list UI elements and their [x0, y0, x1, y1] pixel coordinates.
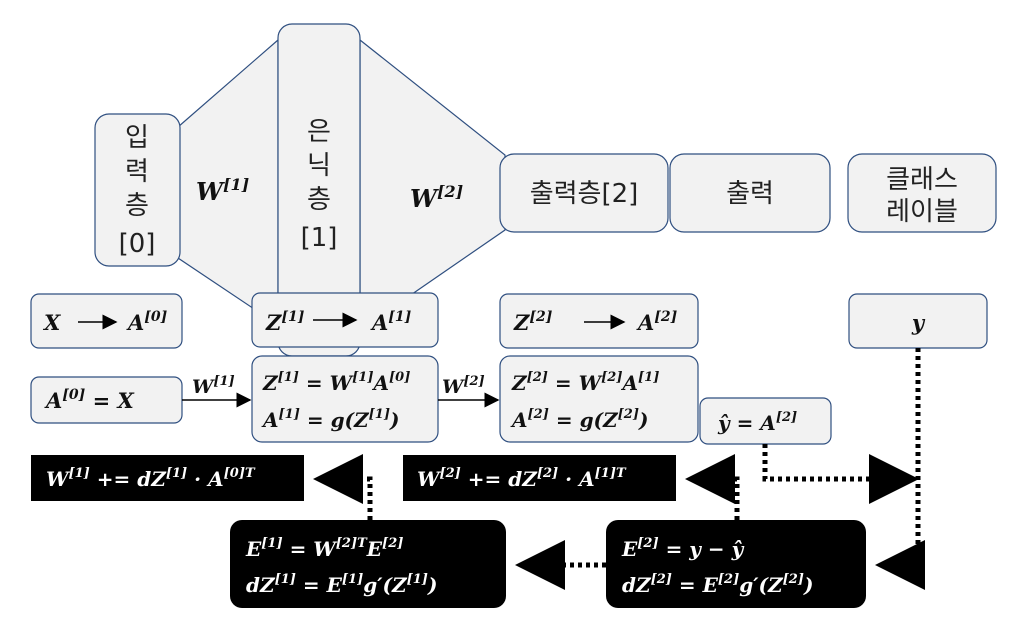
w1-update-box: W[1] += dZ[1] · A[0]T	[31, 455, 304, 501]
svg-text:A[2] = g(Z[2]): A[2] = g(Z[2])	[510, 407, 648, 432]
output-layer-label: 출력층[2]	[530, 179, 639, 209]
hidden-layer-box: 은 닉 층 [1]	[277, 23, 361, 357]
input-layer-box: 입 력 층 [0]	[94, 113, 181, 267]
class-label-line-2: 레이블	[886, 197, 958, 227]
output-forward-box: Z[2] = W[2]A[1] A[2] = g(Z[2])	[499, 355, 699, 443]
svg-text:A[0] = X: A[0] = X	[44, 387, 135, 413]
e1-error-box: E[1] = W[2]TE[2] dZ[1] = E[1]g′(Z[1])	[230, 520, 506, 608]
svg-text:dZ[1] = E[1]g′(Z[1]): dZ[1] = E[1]g′(Z[1])	[246, 572, 437, 597]
hidden-layer-label-4: [1]	[301, 223, 338, 253]
svg-text:Z[1]: Z[1]	[265, 309, 305, 335]
svg-text:ŷ = A[2]: ŷ = A[2]	[717, 410, 797, 435]
svg-text:y: y	[911, 310, 926, 335]
y-box: y	[848, 293, 988, 349]
dotted-arrow-e2-to-w2-update	[685, 454, 740, 520]
input-layer-label-2: 력	[125, 157, 149, 187]
weight-w2-label: W[2]	[410, 182, 463, 213]
output-layer-box: 출력층[2]	[499, 153, 669, 233]
dotted-arrow-y-to-e2	[875, 348, 925, 590]
z1-to-a1-box: Z[1] A[1]	[251, 292, 439, 348]
svg-text:A[1] = g(Z[1]): A[1] = g(Z[1])	[261, 407, 399, 432]
svg-text:Z[1] = W[1]A[0]: Z[1] = W[1]A[0]	[262, 370, 410, 395]
input-layer-label-1: 입	[125, 123, 149, 153]
class-label-line-1: 클래스	[886, 165, 958, 195]
x-to-a0-box: X A[0]	[30, 293, 183, 349]
hidden-layer-label-1: 은	[307, 117, 331, 147]
input-layer-label-3: 층	[125, 191, 149, 221]
svg-text:W[2] += dZ[2] · A[1]T: W[2] += dZ[2] · A[1]T	[417, 466, 627, 491]
svg-text:dZ[2] = E[2]g′(Z[2]): dZ[2] = E[2]g′(Z[2])	[622, 572, 813, 597]
dotted-arrow-yhat-to-y	[762, 444, 919, 504]
svg-text:X: X	[42, 310, 61, 335]
hidden-layer-label-2: 닉	[307, 151, 331, 181]
hidden-layer-label-3: 층	[307, 185, 331, 215]
forward-arrow-1-label: W[1]	[192, 374, 235, 398]
svg-text:E[2] = y − ŷ: E[2] = y − ŷ	[621, 536, 745, 561]
svg-text:A[1]: A[1]	[370, 309, 412, 335]
svg-text:A[2]: A[2]	[636, 309, 678, 335]
weight-w1-label: W[1]	[196, 175, 249, 206]
output-box: 출력	[669, 153, 831, 233]
e2-error-box: E[2] = y − ŷ dZ[2] = E[2]g′(Z[2])	[606, 520, 866, 608]
svg-text:W[1] += dZ[1] · A[0]T: W[1] += dZ[1] · A[0]T	[46, 466, 256, 491]
class-label-box: 클래스 레이블	[847, 153, 997, 233]
input-layer-label-4: [0]	[119, 229, 156, 259]
z2-to-a2-box: Z[2] A[2]	[499, 293, 699, 349]
w2-update-box: W[2] += dZ[2] · A[1]T	[403, 455, 676, 501]
dotted-arrow-e1-to-w1-update	[313, 454, 373, 520]
svg-text:E[1] = W[2]TE[2]: E[1] = W[2]TE[2]	[245, 536, 403, 561]
svg-text:Z[2]: Z[2]	[513, 309, 553, 335]
svg-text:Z[2] = W[2]A[1]: Z[2] = W[2]A[1]	[511, 370, 659, 395]
output-label: 출력	[726, 179, 774, 209]
a0-equals-x-box: A[0] = X	[30, 376, 183, 424]
forward-arrow-2-label: W[2]	[442, 374, 485, 398]
svg-text:A[0]: A[0]	[126, 309, 168, 335]
hidden-forward-box: Z[1] = W[1]A[0] A[1] = g(Z[1])	[251, 355, 439, 443]
yhat-box: ŷ = A[2]	[699, 397, 832, 445]
